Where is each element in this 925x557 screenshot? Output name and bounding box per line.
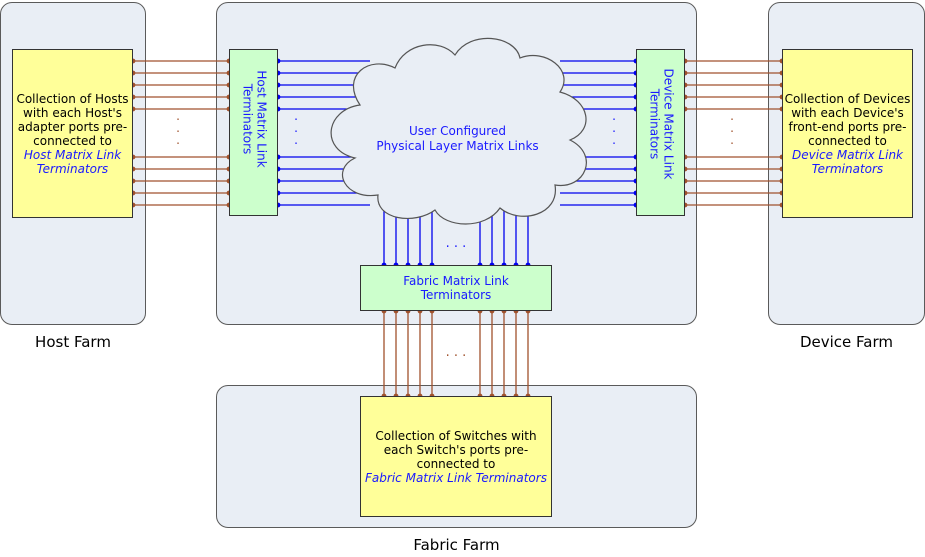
hosts-line-5: Host Matrix Link	[23, 147, 122, 162]
device-matrix-terminators: Device Matrix Link Terminators	[636, 49, 685, 216]
fabric-matrix-ellipsis: . . .	[445, 236, 467, 251]
devices-line-3: front-end ports pre-	[788, 119, 907, 134]
devices-collection-box: Collection of Devices with each Device's…	[782, 49, 913, 218]
device-terminators-line-2: Terminators	[647, 88, 662, 160]
cloud-line-2: Physical Layer Matrix Links	[376, 139, 539, 153]
switches-collection-box: Collection of Switches with each Switch'…	[360, 396, 552, 517]
hosts-line-2: with each Host's	[23, 105, 122, 120]
hosts-line-6: Terminators	[36, 161, 109, 176]
host-matrix-terminators: Host Matrix Link Terminators	[229, 49, 278, 216]
host-terminators-line-2: Terminators	[240, 83, 255, 155]
switches-line-1: Collection of Switches with	[375, 428, 537, 443]
fabric-farm-label: Fabric Farm	[413, 536, 500, 554]
fabric-terminators-line-2: Terminators	[420, 288, 492, 302]
device-farm-label: Device Farm	[799, 333, 894, 351]
fabric-farm-ellipsis: . . .	[445, 345, 467, 360]
device-terminators-label: Device Matrix Link Terminators	[648, 52, 676, 197]
cloud-line-1: User Configured	[409, 124, 506, 138]
devices-line-4: connected to	[808, 133, 887, 148]
hosts-line-3: adapter ports pre-	[17, 119, 128, 134]
device-terminators-line-1: Device Matrix Link	[661, 68, 676, 180]
hosts-line-1: Collection of Hosts	[16, 91, 129, 106]
host-matrix-ellipsis: ...	[294, 109, 298, 147]
devices-line-1: Collection of Devices	[784, 91, 911, 106]
devices-line-6: Terminators	[811, 161, 884, 176]
host-farm-label: Host Farm	[35, 333, 111, 351]
hosts-collection-box: Collection of Hosts with each Host's ada…	[12, 49, 133, 218]
device-matrix-ellipsis: ...	[612, 109, 616, 147]
hosts-line-4: connected to	[33, 133, 112, 148]
switches-line-2: each Switch's ports pre-	[383, 442, 529, 457]
matrix-cloud	[330, 37, 587, 225]
switches-line-4: Fabric Matrix Link Terminators	[365, 470, 547, 485]
fabric-matrix-terminators: Fabric Matrix Link Terminators	[360, 265, 552, 311]
cloud-label: User Configured Physical Layer Matrix Li…	[365, 124, 550, 154]
fabric-terminators-line-1: Fabric Matrix Link	[403, 274, 509, 288]
host-terminators-label: Host Matrix Link Terminators	[241, 47, 269, 192]
brown-links	[133, 60, 782, 396]
device-side-ellipsis: ...	[730, 109, 734, 147]
devices-line-2: with each Device's	[791, 105, 904, 120]
host-terminators-line-1: Host Matrix Link	[254, 70, 269, 168]
host-side-ellipsis: ...	[176, 109, 180, 147]
switches-line-3: connected to	[416, 456, 496, 471]
devices-line-5: Device Matrix Link	[791, 147, 904, 162]
